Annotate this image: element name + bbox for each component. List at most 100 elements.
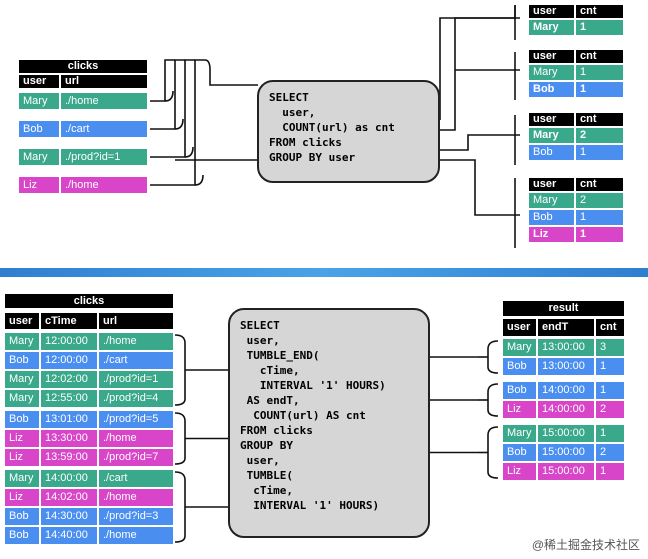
clicks2-header: user bbox=[5, 313, 39, 329]
input-bracket-curve bbox=[184, 146, 194, 158]
clicks2-row-url: ./cart bbox=[99, 352, 173, 369]
result-row-user: Liz bbox=[529, 227, 574, 242]
input-bracket-curve bbox=[194, 174, 204, 186]
sql-query-box-2: SELECT user, TUMBLE_END( cTime, INTERVAL… bbox=[228, 308, 430, 538]
result-header-cnt: cnt bbox=[576, 5, 623, 18]
window-bracket bbox=[174, 334, 186, 406]
input-bracket-curve bbox=[164, 90, 174, 102]
result-row-endt: 13:00:00 bbox=[538, 339, 594, 356]
connector-lines bbox=[174, 334, 499, 543]
result-row-cnt: 2 bbox=[576, 128, 623, 143]
result-header-user: user bbox=[529, 50, 574, 63]
clicks2-row-user: Mary bbox=[5, 390, 39, 407]
result-row-cnt: 1 bbox=[596, 358, 624, 375]
result-row-endt: 13:00:00 bbox=[538, 358, 594, 375]
clicks2-row-url: ./prod?id=4 bbox=[99, 390, 173, 407]
clicks2-row-user: Liz bbox=[5, 449, 39, 466]
result-row-user: Mary bbox=[529, 65, 574, 80]
clicks2-row-ctime: 14:30:00 bbox=[41, 508, 97, 525]
result-row-user: Liz bbox=[503, 401, 536, 418]
result-row-cnt: 1 bbox=[576, 145, 623, 160]
clicks2-row-user: Bob bbox=[5, 527, 39, 544]
clicks2-row-ctime: 14:40:00 bbox=[41, 527, 97, 544]
clicks2-row-user: Mary bbox=[5, 333, 39, 350]
sql-to-result-line bbox=[439, 5, 516, 120]
result-row-cnt: 3 bbox=[596, 339, 624, 356]
result-row-cnt: 2 bbox=[596, 444, 624, 461]
result-table-title: result bbox=[503, 301, 624, 316]
result-header-cnt: cnt bbox=[576, 113, 623, 126]
clicks2-row-ctime: 14:00:00 bbox=[41, 470, 97, 487]
result-row-cnt: 1 bbox=[576, 227, 623, 242]
result-row-endt: 15:00:00 bbox=[538, 463, 594, 480]
input-bracket bbox=[150, 59, 175, 102]
clicks2-row-url: ./home bbox=[99, 430, 173, 447]
clicks2-row-url: ./prod?id=1 bbox=[99, 371, 173, 388]
sql-to-result-4 bbox=[440, 159, 520, 216]
result-header-cnt: cnt bbox=[576, 50, 623, 63]
result-row-user: Mary bbox=[529, 193, 574, 208]
clicks-row-url: ./home bbox=[61, 93, 147, 109]
result-row-user: Bob bbox=[529, 210, 574, 225]
clicks2-row-user: Mary bbox=[5, 371, 39, 388]
clicks2-row-ctime: 12:00:00 bbox=[41, 352, 97, 369]
connector-lines bbox=[150, 5, 520, 248]
result-bracket bbox=[487, 340, 499, 374]
sql-to-result-3 bbox=[440, 134, 520, 151]
clicks-row-user: Mary bbox=[19, 93, 59, 109]
clicks2-row-user: Bob bbox=[5, 411, 39, 428]
clicks2-row-user: Mary bbox=[5, 470, 39, 487]
result-row-cnt: 1 bbox=[596, 425, 624, 442]
sql-to-result-1 bbox=[440, 17, 520, 131]
clicks-header-user: user bbox=[19, 75, 59, 88]
result-row-user: Mary bbox=[529, 128, 574, 143]
result-row-cnt: 1 bbox=[576, 210, 623, 225]
clicks-table-title: clicks bbox=[19, 60, 147, 73]
clicks2-row-user: Bob bbox=[5, 352, 39, 369]
result-row-endt: 14:00:00 bbox=[538, 401, 594, 418]
result-row-user: Bob bbox=[503, 444, 536, 461]
clicks2-row-ctime: 14:02:00 bbox=[41, 489, 97, 506]
clicks2-row-ctime: 13:30:00 bbox=[41, 430, 97, 447]
clicks2-table-title: clicks bbox=[5, 294, 173, 308]
clicks2-row-url: ./home bbox=[99, 333, 173, 350]
clicks-row-user: Bob bbox=[19, 121, 59, 137]
window-bracket bbox=[174, 471, 186, 543]
result-row-cnt: 2 bbox=[596, 401, 624, 418]
clicks2-row-ctime: 13:59:00 bbox=[41, 449, 97, 466]
clicks2-row-ctime: 13:01:00 bbox=[41, 411, 97, 428]
clicks2-row-ctime: 12:00:00 bbox=[41, 333, 97, 350]
result-row-user: Bob bbox=[503, 358, 536, 375]
clicks2-header: url bbox=[99, 313, 173, 329]
sql-query-box-1: SELECT user, COUNT(url) as cnt FROM clic… bbox=[257, 80, 440, 183]
clicks2-row-ctime: 12:02:00 bbox=[41, 371, 97, 388]
result-header-user: user bbox=[529, 178, 574, 191]
clicks-row-user: Liz bbox=[19, 177, 59, 193]
clicks-row-url: ./cart bbox=[61, 121, 147, 137]
result-row-cnt: 1 bbox=[596, 382, 624, 399]
result-row-user: Bob bbox=[529, 145, 574, 160]
result-header: endT bbox=[538, 319, 594, 336]
clicks2-row-user: Liz bbox=[5, 489, 39, 506]
sql-query-text: SELECT user, TUMBLE_END( cTime, INTERVAL… bbox=[240, 319, 386, 512]
clicks2-row-url: ./prod?id=5 bbox=[99, 411, 173, 428]
watermark: @稀土掘金技术社区 bbox=[531, 538, 640, 552]
result-row-endt: 15:00:00 bbox=[538, 425, 594, 442]
result-row-user: Mary bbox=[503, 425, 536, 442]
result-header: cnt bbox=[596, 319, 624, 336]
clicks-header-url: url bbox=[61, 75, 147, 88]
clicks2-row-url: ./cart bbox=[99, 470, 173, 487]
result-row-endt: 15:00:00 bbox=[538, 444, 594, 461]
window-bracket bbox=[174, 412, 186, 465]
clicks2-row-url: ./prod?id=7 bbox=[99, 449, 173, 466]
clicks2-row-url: ./home bbox=[99, 527, 173, 544]
input-bracket bbox=[150, 59, 195, 158]
result-row-cnt: 1 bbox=[576, 82, 623, 97]
result-row-cnt: 1 bbox=[576, 65, 623, 80]
clicks2-row-user: Bob bbox=[5, 508, 39, 525]
clicks2-header: cTime bbox=[41, 313, 97, 329]
clicks2-row-ctime: 12:55:00 bbox=[41, 390, 97, 407]
clicks-row-url: ./home bbox=[61, 177, 147, 193]
clicks2-row-url: ./home bbox=[99, 489, 173, 506]
